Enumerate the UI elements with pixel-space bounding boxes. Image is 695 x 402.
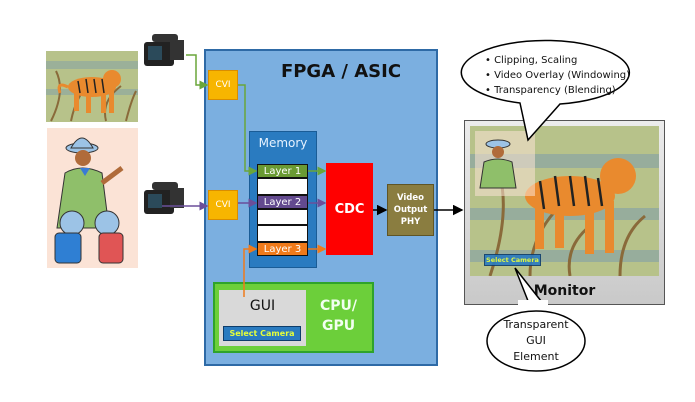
- fpga-title: FPGA / ASIC: [280, 61, 402, 82]
- feature-item: • Video Overlay (Windowing): [485, 70, 631, 81]
- features-callout: [460, 39, 631, 142]
- feature-item: • Transparency (Blending): [485, 85, 616, 96]
- callout-line: Transparent: [503, 318, 569, 331]
- video-camera-icon: [144, 182, 184, 214]
- memory-title: Memory: [258, 136, 308, 150]
- memory-slot-empty: [257, 225, 308, 242]
- gui-label: GUI: [249, 298, 276, 314]
- phy-label-line: Output: [393, 205, 428, 215]
- cpu-label-line: GPU: [321, 318, 356, 334]
- callout-line: Element: [513, 350, 559, 363]
- video-camera-icon: [144, 34, 184, 66]
- phy-label-line: PHY: [400, 217, 421, 227]
- cdc-block: CDC: [326, 163, 373, 255]
- feature-item: • Clipping, Scaling: [485, 55, 578, 66]
- memory-slot-empty: [257, 178, 308, 195]
- monitor-screen: [470, 126, 659, 276]
- gui-element-callout: [486, 310, 586, 372]
- select-camera-button[interactable]: Select Camera: [223, 326, 301, 341]
- phy-label-line: Video: [396, 193, 425, 203]
- green-input-line: [186, 54, 209, 90]
- callout-joint: [518, 300, 548, 309]
- cvi-block-1: CVI: [208, 70, 238, 100]
- features-callout-text: • Clipping, Scaling • Video Overlay (Win…: [485, 53, 630, 98]
- cpu-gpu-label: CPU/GPU: [320, 296, 357, 336]
- tiger-image: [46, 51, 138, 122]
- cvi-block-2: CVI: [208, 190, 238, 220]
- cpu-label-line: CPU/: [320, 298, 358, 314]
- memory-slot-empty: [257, 209, 308, 225]
- memory-layer-3: Layer 3: [257, 242, 308, 256]
- explorer-image: [47, 128, 138, 268]
- gui-callout-pointer: [514, 267, 546, 307]
- memory-layer-1: Layer 1: [257, 164, 308, 178]
- orange-gui-line: [243, 244, 258, 297]
- gui-element-callout-text: Transparent GUI Element: [487, 317, 585, 365]
- callout-line: GUI: [526, 334, 546, 347]
- green-layer-line: [238, 84, 258, 176]
- monitor-label: Monitor: [533, 283, 596, 299]
- transparent-select-camera-overlay: Select Camera: [484, 254, 541, 266]
- memory-layer-2: Layer 2: [257, 195, 308, 209]
